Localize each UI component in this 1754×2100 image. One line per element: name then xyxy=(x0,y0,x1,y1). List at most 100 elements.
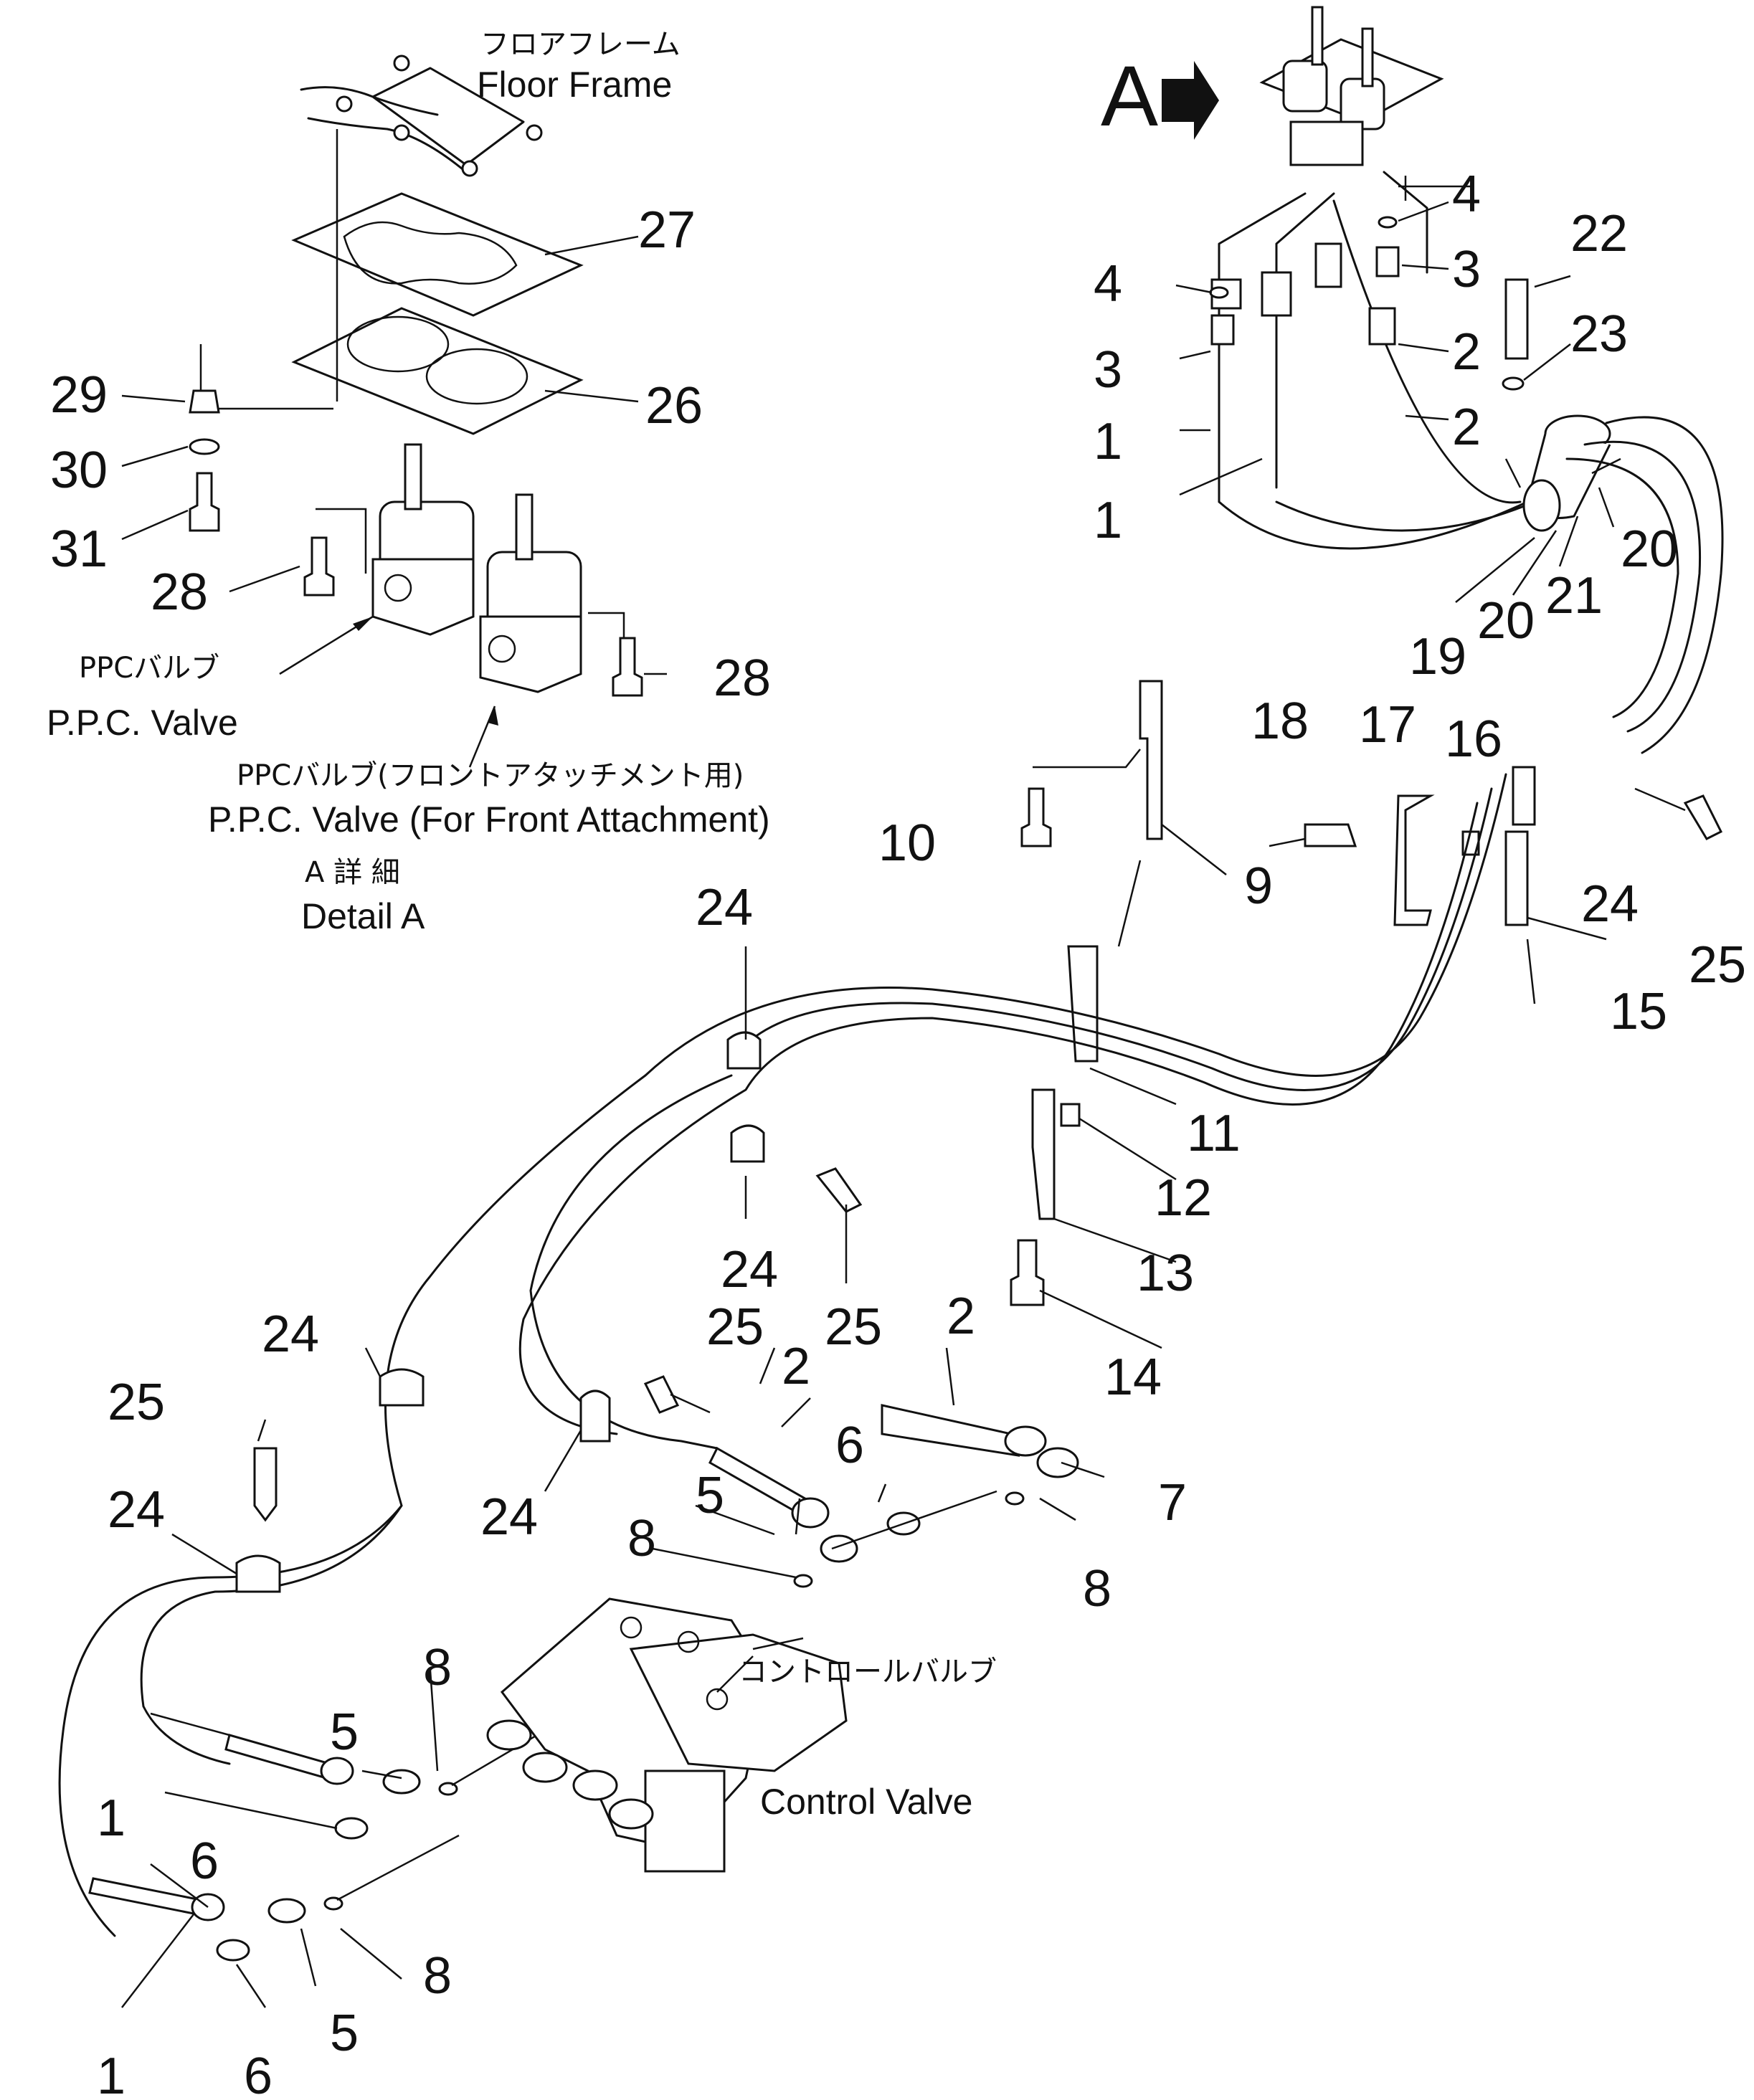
clamp-24-right xyxy=(1512,766,1536,826)
o-ring-8a xyxy=(1005,1491,1025,1506)
callout: 25 xyxy=(706,1298,764,1356)
plug-6c xyxy=(216,1939,250,1962)
ppc-valve-en: P.P.C. Valve xyxy=(47,703,238,743)
callout: 24 xyxy=(721,1241,778,1298)
callout: 5 xyxy=(696,1467,724,1524)
callout: 24 xyxy=(108,1481,165,1539)
floor-frame-jp: フロアフレーム xyxy=(480,28,681,61)
callout: 5 xyxy=(330,1704,359,1761)
spacer-12 xyxy=(1060,1103,1081,1127)
callout: 19 xyxy=(1409,628,1466,685)
control-valve-jp: コントロールバルブ xyxy=(739,1655,997,1688)
control-valve-en: Control Valve xyxy=(760,1782,972,1822)
clamp-17 xyxy=(1393,794,1435,926)
plate-13 xyxy=(1031,1088,1056,1220)
callout: 5 xyxy=(330,2005,359,2062)
callout: 1 xyxy=(97,1790,125,1847)
hose-1-upper xyxy=(224,1734,331,1780)
callout: 8 xyxy=(423,1639,452,1696)
callout: 1 xyxy=(1094,413,1122,470)
detail-a-jp: A 詳 細 xyxy=(305,856,400,889)
bolt-28-a xyxy=(303,536,335,597)
control-valve-drawing xyxy=(486,1597,848,1873)
callout: 24 xyxy=(480,1488,538,1546)
callout: 21 xyxy=(1545,567,1603,624)
elbow-5 xyxy=(820,1534,858,1563)
bracket-9 xyxy=(1139,680,1163,840)
callout: 24 xyxy=(696,879,753,936)
callout: 28 xyxy=(714,650,771,707)
plug-6b xyxy=(334,1817,369,1840)
bolt-22 xyxy=(1504,278,1529,360)
plate-11 xyxy=(1067,945,1099,1063)
clamp-24-lower xyxy=(235,1554,281,1593)
nut-icon xyxy=(393,54,410,72)
callout: 14 xyxy=(1104,1349,1162,1406)
bolt-28-b xyxy=(612,637,643,697)
detail-a-en: Detail A xyxy=(301,896,425,936)
hose-nut-1 xyxy=(320,1757,354,1785)
junction-block xyxy=(1504,414,1621,532)
callout: 8 xyxy=(1083,1560,1111,1617)
callout: 28 xyxy=(151,564,208,621)
ppc-front-valve-drawing xyxy=(479,493,625,693)
callout: 11 xyxy=(1187,1105,1241,1162)
callout: 1 xyxy=(97,2048,125,2100)
callout: 30 xyxy=(50,442,108,499)
floor-frame-en: Floor Frame xyxy=(477,65,672,105)
brackets-group xyxy=(1010,680,1723,1349)
lower-leaders xyxy=(121,946,1105,2008)
o-ring-8c xyxy=(438,1782,458,1796)
bolt-25-center xyxy=(643,1375,680,1414)
callout-numbers: 27 26 29 30 31 28 28 4 4 3 3 2 2 1 1 22 … xyxy=(50,166,1746,2100)
plate-26 xyxy=(291,307,584,435)
callout: 8 xyxy=(627,1510,656,1567)
o-ring-8d xyxy=(323,1896,343,1911)
callout: 24 xyxy=(262,1306,319,1363)
bolt-14 xyxy=(1010,1239,1045,1306)
callout: 10 xyxy=(878,814,936,872)
callout: 2 xyxy=(947,1288,975,1345)
callout: 25 xyxy=(108,1374,165,1431)
callout: 6 xyxy=(244,2048,272,2100)
elbow-5b xyxy=(382,1769,421,1795)
callout: 22 xyxy=(1570,205,1628,262)
washer-30 xyxy=(189,438,220,455)
clamp-24-mid xyxy=(730,1124,765,1163)
callout: 20 xyxy=(1621,521,1678,578)
callout: 20 xyxy=(1477,592,1535,650)
bolt-25-left xyxy=(253,1447,278,1522)
arrow-icon xyxy=(1162,61,1219,140)
elbow-5c xyxy=(267,1898,306,1924)
callout: 4 xyxy=(1094,255,1122,313)
bolt-10 xyxy=(1020,787,1052,847)
detail-a-group xyxy=(121,54,667,768)
callout: 15 xyxy=(1610,983,1667,1040)
fitting-7 xyxy=(1004,1425,1047,1457)
nut-icon xyxy=(461,160,478,177)
bolt-25-mid xyxy=(815,1167,863,1213)
callout: 3 xyxy=(1452,241,1481,298)
captions: フロアフレーム Floor Frame PPCバルブ P.P.C. Valve … xyxy=(47,28,1158,1822)
fitting-3b xyxy=(1375,246,1400,277)
ppc-front-jp: PPCバルブ(フロントアタッチメント用) xyxy=(237,759,744,792)
callout: 24 xyxy=(1581,875,1639,933)
callout: 13 xyxy=(1137,1245,1194,1302)
clamp-24-right-b xyxy=(1504,830,1529,926)
callout: 27 xyxy=(638,201,696,259)
callout: 17 xyxy=(1359,696,1416,754)
hose-nut xyxy=(791,1497,830,1529)
pilot-assembly xyxy=(1162,6,1724,754)
callout: 12 xyxy=(1155,1169,1212,1227)
hose-route xyxy=(58,773,1507,1962)
callout: 2 xyxy=(1452,399,1481,456)
callout: 6 xyxy=(835,1417,864,1474)
callout: 2 xyxy=(1452,323,1481,381)
callout: 6 xyxy=(190,1833,219,1890)
washer-23 xyxy=(1502,376,1525,391)
callout: 9 xyxy=(1244,857,1273,915)
callout: 7 xyxy=(1158,1474,1187,1531)
clamp-24-left xyxy=(379,1368,425,1407)
callout: 23 xyxy=(1570,305,1628,363)
nut-icon xyxy=(393,124,410,141)
